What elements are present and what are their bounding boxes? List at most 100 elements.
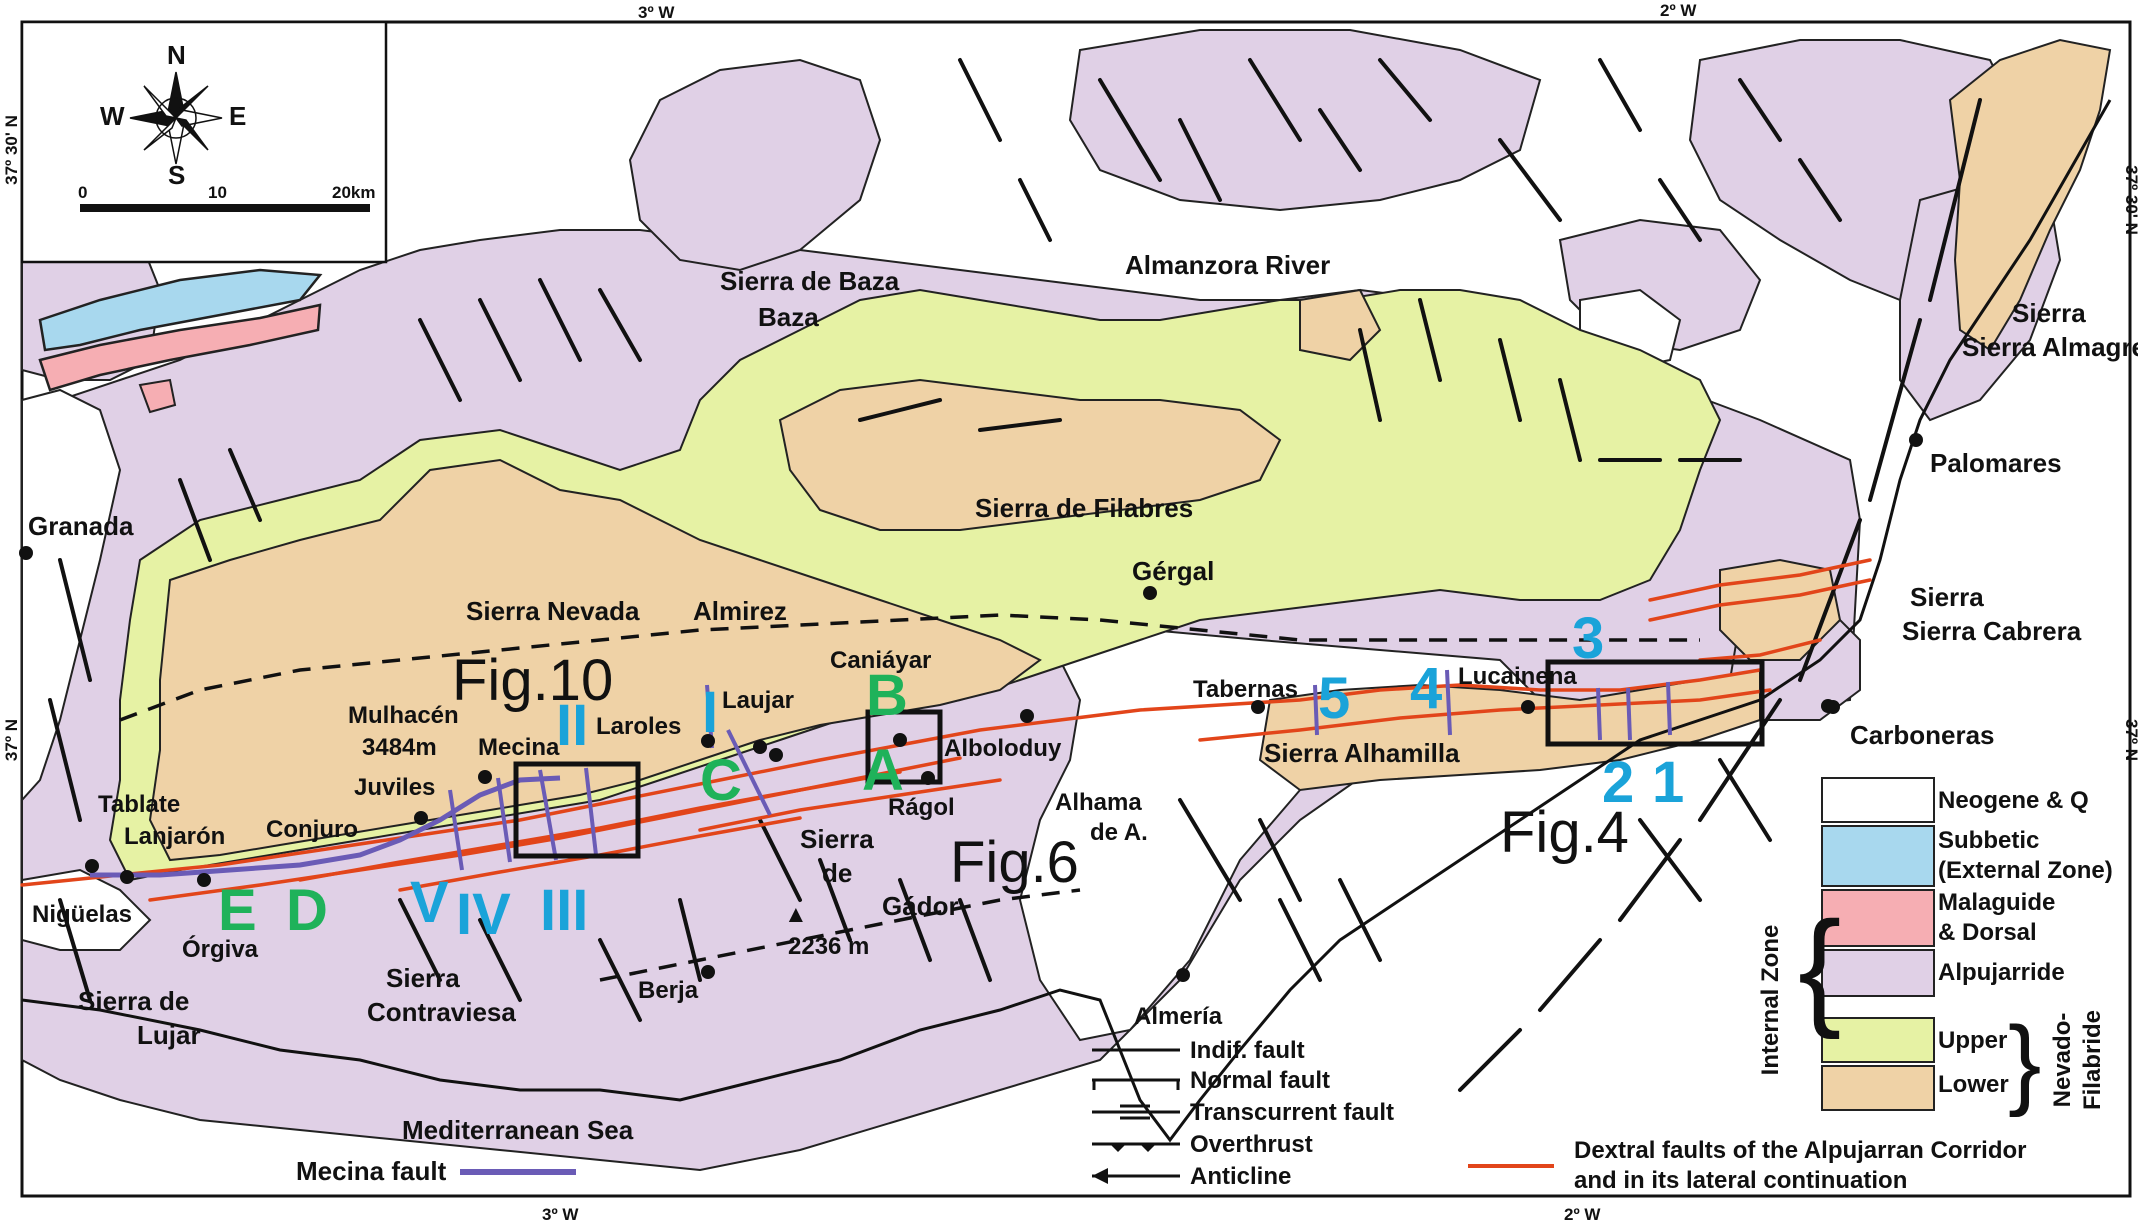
fig6-ref: Fig.6	[950, 830, 1079, 895]
label-conjuro: Conjuro	[266, 816, 358, 843]
legend-neogene: Neogene & Q	[1938, 787, 2089, 814]
compass-south: S	[168, 160, 185, 190]
compass-east: E	[229, 101, 246, 131]
compass-rose-icon	[129, 71, 223, 165]
legend-nevado-2: Filabride	[2079, 1010, 2106, 1110]
label-sierra-contraviesa-1: Sierra	[386, 963, 460, 993]
faults	[48, 58, 1982, 1092]
section-III: III	[540, 878, 588, 943]
section-2: 2	[1602, 750, 1634, 815]
section-3: 3	[1572, 606, 1604, 671]
legend-malaguide: Malaguide	[1938, 889, 2055, 916]
label-mulhacen: Mulhacén	[348, 702, 459, 729]
label-sierra-de-lujar-1: Sierra de	[78, 986, 189, 1016]
label-sierra-de-baza: Sierra de Baza	[720, 266, 900, 296]
label-mecina: Mecina	[478, 734, 560, 761]
section-C: C	[700, 748, 742, 813]
town-dots	[19, 433, 1923, 982]
malaguide-patch	[138, 378, 177, 414]
scale-end: 20km	[332, 183, 375, 202]
scale-bar	[80, 204, 370, 212]
label-sierra-de-gador-3: Gádor	[882, 891, 959, 921]
section-E: E	[218, 878, 257, 943]
legend-malaguide-2: & Dorsal	[1938, 919, 2037, 946]
label-sierra-cabrera: Sierra Cabrera	[1902, 616, 2082, 646]
legend-overthrust: Overthrust	[1190, 1131, 1313, 1158]
section-A: A	[862, 738, 904, 803]
anticline-arrow-icon	[1092, 1168, 1108, 1184]
coastline	[21, 99, 2112, 1143]
label-sierra-de-gador-1: Sierra	[800, 824, 874, 854]
overthrust-tooth-icon-2	[1140, 1144, 1156, 1152]
label-sierra-de-gador-2: de	[822, 858, 852, 888]
scale-ten: 10	[208, 183, 227, 202]
section-IV: IV	[456, 882, 511, 947]
section-1: 1	[1652, 750, 1684, 815]
label-sierra-de-lujar-2: Lujar	[137, 1020, 201, 1050]
nevado-filabride-lower	[148, 38, 2112, 862]
label-sierra-nevada: Sierra Nevada	[466, 596, 640, 626]
label-sierra-contraviesa-2: Contraviesa	[367, 997, 516, 1027]
label-carboneras: Carboneras	[1850, 720, 1995, 750]
legend-internal-brace-icon: {	[1798, 894, 1841, 1040]
legend-internal-zone: Internal Zone	[1757, 925, 1784, 1076]
fig10-ref: Fig.10	[452, 648, 613, 713]
label-sierra-cabrera-1: Sierra	[1910, 582, 1984, 612]
overthrust-tooth-icon	[1110, 1144, 1126, 1152]
section-D: D	[286, 878, 328, 943]
label-sierra-alhamilla: Sierra Alhamilla	[1264, 738, 1460, 768]
legend-indif-fault: Indif. fault	[1190, 1037, 1305, 1064]
label-granada: Granada	[28, 511, 134, 541]
coord-left-37: 37º N	[2, 719, 21, 761]
legend-lower: Lower	[1938, 1071, 2009, 1098]
legend-transcurrent-fault: Transcurrent fault	[1190, 1099, 1394, 1126]
section-4: 4	[1410, 656, 1442, 721]
label-palomares: Palomares	[1930, 448, 2062, 478]
label-ragol: Rágol	[888, 794, 955, 821]
coord-top-3w: 3º W	[638, 3, 675, 22]
label-tablate: Tablate	[98, 791, 180, 818]
figure-boxes	[513, 659, 1765, 859]
label-alhama: Alhama	[1055, 789, 1142, 816]
label-sierra-de-filabres: Sierra de Filabres	[975, 493, 1193, 523]
label-laroles: Laroles	[596, 713, 681, 740]
label-lanjaron: Lanjarón	[124, 823, 225, 850]
label-almeria: Almería	[1134, 1003, 1223, 1030]
label-tabernas: Tabernas	[1193, 676, 1298, 703]
section-B: B	[866, 663, 908, 728]
peak-triangle-icon: ▲	[784, 901, 808, 928]
legend-subbetic-2: (External Zone)	[1938, 857, 2113, 884]
legend-nevado-brace-icon: }	[2008, 1006, 2041, 1118]
legend-alpujarride: Alpujarride	[1938, 959, 2065, 986]
label-almirez: Almirez	[693, 596, 787, 626]
dashed-faults	[119, 613, 1700, 982]
malaguide-area	[38, 303, 322, 392]
label-almanzora-river: Almanzora River	[1125, 250, 1330, 280]
fig4-ref: Fig.4	[1500, 800, 1629, 865]
section-I: I	[702, 680, 718, 745]
label-mediterranean: Mediterranean Sea	[402, 1115, 634, 1145]
label-gador-peak: 2236 m	[788, 933, 869, 960]
coord-bottom-3w: 3º W	[542, 1205, 579, 1224]
coord-left-37-30: 37º 30' N	[2, 115, 21, 185]
fault-legend	[1092, 1048, 1180, 1178]
legend-nevado-1: Nevado-	[2049, 1013, 2076, 1108]
subbetic-area	[38, 268, 323, 352]
label-juviles: Juviles	[354, 774, 435, 801]
legend-mecina-fault: Mecina fault	[296, 1156, 447, 1186]
section-lines	[448, 669, 1672, 871]
label-laujar: Laujar	[722, 687, 794, 714]
label-gergal: Gérgal	[1132, 556, 1214, 586]
label-mulhacen-alt: 3484m	[362, 734, 437, 761]
coord-top-2w: 2º W	[1660, 1, 1697, 20]
compass-west: W	[100, 101, 125, 131]
coord-right-37-30: 37º 30' N	[2122, 165, 2138, 235]
section-II: II	[556, 693, 588, 758]
legend-dextral-2: and in its lateral continuation	[1574, 1167, 1907, 1194]
label-sierra-almagrera-1: Sierra	[2012, 298, 2086, 328]
coord-bottom-2w: 2º W	[1564, 1205, 1601, 1224]
label-baza-2: Baza	[758, 302, 819, 332]
legend-dextral-1: Dextral faults of the Alpujarran Corrido…	[1574, 1137, 2027, 1164]
label-lucainena: Lucainena	[1458, 663, 1577, 690]
